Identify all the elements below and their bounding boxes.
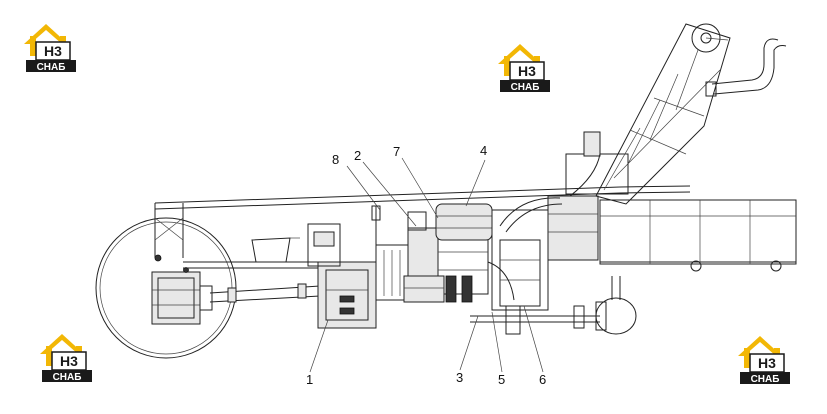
- drive-shaft: [209, 283, 321, 303]
- callout-5: 5: [498, 372, 505, 387]
- svg-text:СНАБ: СНАБ: [751, 374, 780, 385]
- svg-text:СНАБ: СНАБ: [53, 372, 82, 383]
- tank: [595, 276, 637, 335]
- wheel: [95, 217, 237, 359]
- svg-text:СНАБ: СНАБ: [511, 82, 540, 93]
- svg-text:СНАБ: СНАБ: [37, 62, 66, 73]
- rear-frame: [599, 185, 797, 272]
- callout-1: 1: [306, 372, 313, 387]
- callout-7: 7: [393, 144, 400, 159]
- gearbox: [307, 205, 411, 329]
- svg-text:H3: H3: [60, 353, 78, 369]
- callout-4: 4: [480, 143, 487, 158]
- callout-labels: 8 2 7 4 1 3 5 6: [306, 143, 546, 387]
- exhaust-pipe: [705, 38, 787, 97]
- svg-text:H3: H3: [518, 63, 536, 79]
- hood: [565, 131, 629, 197]
- callout-8: 8: [332, 152, 339, 167]
- main-frame: [154, 186, 621, 269]
- svg-text:H3: H3: [758, 355, 776, 371]
- boom: [595, 23, 731, 205]
- callout-6: 6: [539, 372, 546, 387]
- brand-logo-top-left: H3 СНАБ: [22, 22, 80, 74]
- callout-2: 2: [354, 148, 361, 163]
- leader-lines: [309, 157, 544, 373]
- air-filter: [435, 203, 493, 241]
- brand-logo-bottom-left: H3 СНАБ: [38, 332, 96, 384]
- radiator: [470, 195, 600, 335]
- svg-text:H3: H3: [44, 43, 62, 59]
- brand-logo-top-center: H3 СНАБ: [496, 42, 554, 94]
- callout-3: 3: [456, 370, 463, 385]
- brand-logo-bottom-right: H3 СНАБ: [736, 334, 794, 386]
